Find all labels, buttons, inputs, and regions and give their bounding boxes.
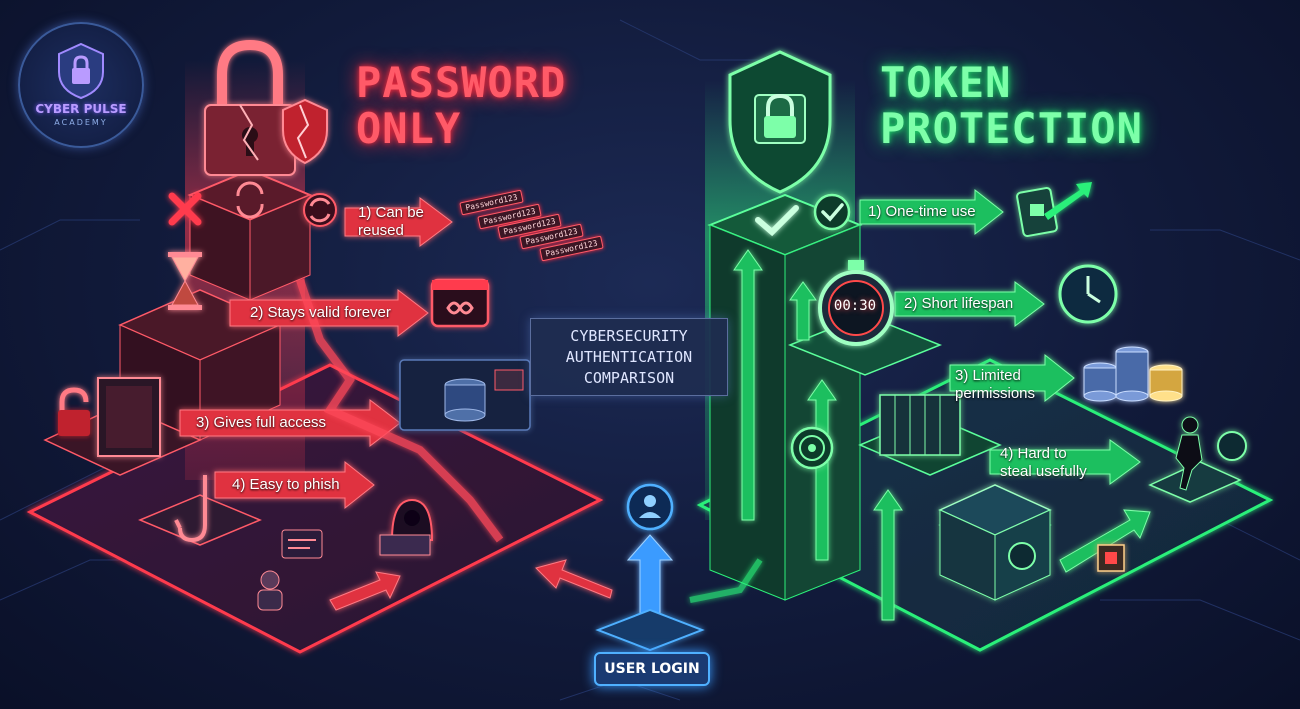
logo-subtitle: ACADEMY (54, 118, 108, 127)
label-limited-permissions: 3) Limited permissions (955, 367, 1035, 403)
logo-shield-icon (58, 42, 104, 100)
user-icon (626, 483, 674, 531)
comparison-line2: AUTHENTICATION (565, 347, 693, 366)
calendar-infinity-icon (430, 278, 490, 328)
cross-icon (168, 192, 202, 226)
user-login-button[interactable]: USER LOGIN (594, 652, 710, 686)
label-line: 1) Can be (358, 204, 424, 221)
label-line: reused (358, 222, 404, 239)
label-line: 3) Gives full access (196, 414, 327, 431)
stopwatch-readout: 00:30 (833, 298, 877, 314)
shield-broken-icon (282, 98, 328, 165)
label-can-be-reused: 1) Can be reused (358, 204, 424, 240)
center-cycle-icon (236, 181, 264, 219)
zigzag-line (296, 278, 504, 543)
clock-icon (1058, 264, 1118, 324)
shield-lock-icon (728, 50, 832, 194)
label-one-time-use: 1) One-time use (868, 203, 976, 221)
hacker-icon (379, 498, 434, 556)
arrow-hacker (329, 571, 401, 611)
reuse-cycle-icon (303, 193, 337, 227)
label-short-lifespan: 2) Short lifespan (904, 295, 1013, 313)
token-card-icon (1016, 182, 1092, 237)
token-title-line1: TOKEN (880, 58, 1012, 107)
token-arrows (733, 188, 1151, 621)
comparison-title-box: CYBERSECURITY AUTHENTICATION COMPARISON (530, 318, 728, 396)
password-arrows (179, 197, 613, 611)
password-only-title: PASSWORD ONLY (356, 60, 566, 152)
arrow-steal (989, 439, 1141, 485)
logo-name: CYBER PULSE (35, 102, 127, 116)
gate-icon (879, 394, 961, 456)
label-line: 3) Limited (955, 367, 1021, 384)
arrow-onetime (859, 188, 1004, 236)
password-title-line1: PASSWORD (356, 58, 567, 107)
arrow-reuse (344, 197, 453, 247)
token-title-line2: PROTECTION (880, 104, 1143, 153)
database-stack-icon (1083, 346, 1183, 402)
label-gives-full-access: 3) Gives full access (196, 414, 326, 432)
password-title-line2: ONLY (356, 104, 462, 153)
database-icon (399, 359, 531, 431)
open-vault-icon (58, 377, 161, 457)
arrow-phish (214, 460, 375, 510)
label-line: 1) One-time use (868, 203, 976, 220)
label-line: 2) Short lifespan (904, 295, 1014, 312)
arrow-up-1 (733, 249, 763, 521)
arrow-up-3 (873, 489, 903, 621)
comparison-line3: COMPARISON (583, 368, 675, 387)
arrow-diag (1059, 509, 1151, 573)
arrow-lifespan (894, 280, 1045, 328)
arrow-login-left (535, 559, 613, 599)
label-line: 4) Hard to (1000, 445, 1067, 462)
label-line: permissions (955, 385, 1036, 402)
victim-screen-icon (257, 529, 323, 611)
token-protection-title: TOKEN PROTECTION (880, 60, 1143, 152)
arrow-up-2 (807, 379, 837, 561)
chip-icon (1097, 544, 1125, 572)
arrow-forever (229, 288, 429, 338)
cyber-pulse-logo: CYBER PULSE ACADEMY (18, 22, 144, 148)
label-line: steal usefully (1000, 463, 1087, 480)
padlock-broken-icon (204, 39, 296, 176)
label-line: 4) Easy to phish (232, 476, 340, 493)
thief-icon (1148, 416, 1247, 503)
check-icon (755, 193, 851, 237)
stopwatch-icon (818, 260, 894, 346)
arrow-up-4 (789, 281, 817, 341)
fishhook-icon (174, 475, 207, 543)
label-line: 2) Stays valid forever (250, 304, 391, 321)
label-stays-valid-forever: 2) Stays valid forever (250, 304, 391, 322)
label-easy-to-phish: 4) Easy to phish (232, 476, 340, 494)
label-hard-to-steal: 4) Hard to steal usefully (1000, 445, 1087, 481)
hourglass-icon (168, 252, 202, 310)
login-arrow (595, 534, 705, 652)
vault-icon (938, 484, 1052, 601)
arrow-permissions (949, 353, 1075, 403)
target-icon (790, 426, 834, 470)
green-path-line (689, 558, 763, 603)
comparison-line1: CYBERSECURITY (570, 326, 688, 345)
